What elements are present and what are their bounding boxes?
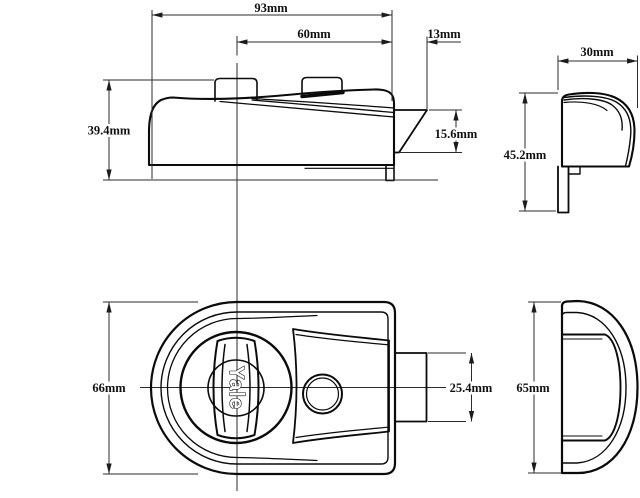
dim-label-top-width: 93mm [254,1,288,15]
label-background [446,381,497,395]
front-view-dimensions: 66mm 25.4mm [91,301,497,475]
top-view-body-outline [147,88,396,167]
dim-label-body-depth: 39.4mm [88,124,131,138]
label-background [91,381,127,395]
top-view-bevel-line-1 [251,97,395,109]
top-view-screw-post-right [301,76,343,96]
side-view-top [557,91,636,214]
side-view-body-outline [560,91,636,168]
side-view-bevel-curve-3 [563,101,608,112]
side-view-bottom-dimensions: 65mm [516,301,561,474]
dim-label-latch-width: 25.4mm [450,381,493,395]
side-view-top-dimensions: 30mm 45.2mm [500,45,638,212]
side-view-base-step [567,166,581,175]
front-view-panel-inner-bottom [295,426,389,439]
side-view-bevel-curve-1 [563,95,632,167]
dim-label-cylinder-offset: 60mm [297,27,331,41]
yale-medallion-circle [207,359,265,417]
cylinder-outer-circle [302,373,343,415]
keep-inner-outline [561,311,627,464]
front-view: Yale [149,300,428,476]
knob-grip-bar-left [221,343,226,433]
keep-panel-outline [561,333,622,442]
dim-label-side-depth: 30mm [580,45,614,59]
top-view-mounting-tab [385,164,395,182]
label-background [517,381,551,395]
dim-label-latch-projection: 13mm [427,27,461,41]
top-view [147,76,428,182]
dim-label-front-height: 66mm [92,381,126,395]
cylinder-inner-circle [305,377,340,411]
side-view-bottom [560,299,639,475]
label-background [431,127,481,141]
dim-label-side-height: 45.2mm [504,148,547,162]
top-view-dimensions: 93mm 60mm 13mm 39.4mm 15.6mm [84,1,481,181]
knob-rose-circle [179,330,293,445]
centerlines [140,36,447,491]
front-view-inner-outline [160,311,389,465]
label-background [500,148,550,162]
front-view-body-outline [149,300,397,476]
front-view-panel-inner-top [295,333,389,346]
thumb-turn-knob-outline [212,336,260,440]
side-view-mounting-foot [557,165,570,214]
top-view-screw-post-left [214,77,258,102]
front-view-inner-bezel [166,314,318,462]
dim-label-keep-height: 65mm [516,381,550,395]
top-view-latch-wedge [393,109,428,154]
top-view-bevel-line-3 [219,100,395,118]
top-view-screw-post-base [300,90,345,99]
dim-label-latch-height: 15.6mm [435,127,478,141]
side-view-bevel-curve-2 [563,97,623,131]
knob-grip-bar-right [246,343,251,433]
front-view-case-panel [292,328,390,444]
front-view-latch-bolt [394,352,428,423]
yale-logo: Yale [225,366,247,410]
label-background [84,124,134,137]
keep-outer-outline [560,299,639,475]
top-view-bevel-line-2 [251,99,395,114]
